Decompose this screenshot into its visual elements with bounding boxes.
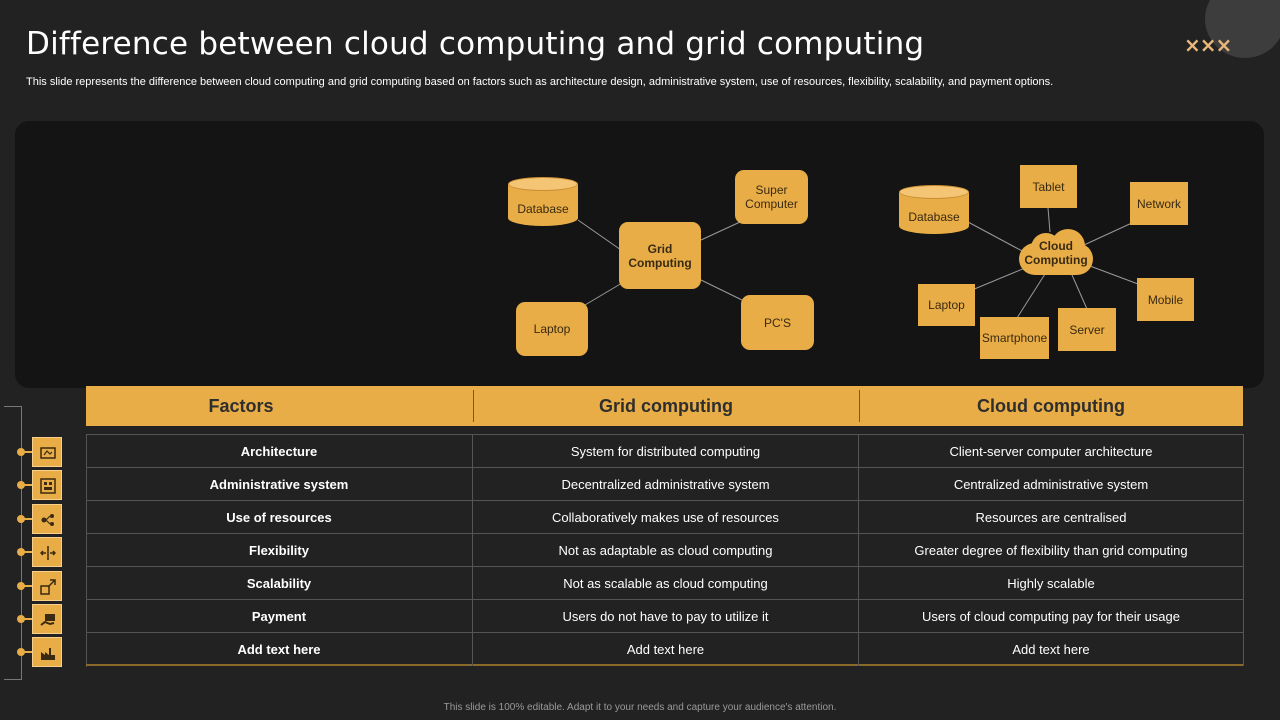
- cloud-network-node: Network: [1130, 182, 1188, 225]
- cloud-mobile-node: Mobile: [1137, 278, 1194, 321]
- table-row: Use of resources Collaboratively makes u…: [86, 500, 1244, 534]
- cloud-smartphone-node: Smartphone: [980, 317, 1049, 359]
- table-row: Administrative system Decentralized admi…: [86, 467, 1244, 501]
- grid-computing-center-node: Grid Computing: [619, 222, 701, 289]
- grid-laptop-node: Laptop: [516, 302, 588, 356]
- cloud-line-mobile: [1089, 265, 1139, 285]
- grid-super-computer-node: Super Computer: [735, 170, 808, 224]
- resources-icon-row: [15, 504, 65, 534]
- grid-cell: Collaboratively makes use of resources: [472, 501, 858, 534]
- cloud-cell: Greater degree of flexibility than grid …: [858, 534, 1244, 567]
- grid-cell: Add text here: [472, 633, 858, 666]
- page-subtitle: This slide represents the difference bet…: [26, 76, 1054, 88]
- decorative-x-marks: ×××: [1184, 33, 1232, 57]
- architecture-icon-row: [15, 437, 65, 467]
- grid-database-label: Database: [517, 202, 569, 216]
- cloud-computing-center-node: Cloud Computing: [1019, 229, 1093, 275]
- grid-line-database: [577, 219, 622, 251]
- cloud-line-database: [967, 221, 1025, 253]
- payment-icon: [40, 614, 55, 626]
- cloud-server-node: Server: [1058, 308, 1116, 351]
- grid-line-pcs: [700, 279, 743, 301]
- factor-cell: Payment: [251, 609, 307, 624]
- grid-pcs-node: PC'S: [741, 295, 814, 350]
- factory-icon-row: [15, 637, 65, 667]
- footer-note: This slide is 100% editable. Adapt it to…: [443, 702, 837, 713]
- resources-icon: [41, 514, 54, 526]
- factory-icon: [41, 648, 55, 660]
- flexibility-icon: [40, 546, 56, 560]
- factor-cell: Architecture: [240, 444, 318, 459]
- comparison-table-body: Architecture System for distributed comp…: [86, 434, 1244, 666]
- cloud-cell: Add text here: [858, 633, 1244, 666]
- table-row: Architecture System for distributed comp…: [86, 434, 1244, 468]
- table-row: Scalability Not as scalable as cloud com…: [86, 566, 1244, 600]
- cloud-line-server: [1071, 274, 1088, 310]
- grid-line-super-computer: [700, 221, 741, 241]
- grid-cell: System for distributed computing: [472, 435, 858, 468]
- cloud-line-tablet: [1047, 207, 1051, 233]
- header-cloud-computing: Cloud computing: [977, 395, 1125, 416]
- factor-cell: Scalability: [246, 576, 312, 591]
- cloud-cell: Centralized administrative system: [858, 468, 1244, 501]
- page-title: Difference between cloud computing and g…: [26, 26, 925, 62]
- cloud-line-smartphone: [1016, 273, 1046, 319]
- table-row: Flexibility Not as adaptable as cloud co…: [86, 533, 1244, 567]
- admin-system-icon-row: [15, 470, 65, 500]
- header-grid-computing: Grid computing: [599, 395, 733, 416]
- cloud-computing-label: Cloud Computing: [1024, 239, 1088, 267]
- table-row: Add text here Add text here Add text her…: [86, 632, 1244, 666]
- admin-system-icon: [40, 478, 56, 494]
- architecture-icon: [40, 447, 56, 459]
- factor-cell: Use of resources: [226, 510, 332, 525]
- comparison-table-header: Factors Grid computing Cloud computing: [86, 386, 1243, 426]
- payment-icon-row: [15, 604, 65, 634]
- cloud-line-laptop: [971, 267, 1026, 291]
- cloud-database-label: Database: [908, 210, 960, 224]
- cloud-cell: Highly scalable: [858, 567, 1244, 600]
- grid-line-laptop: [584, 282, 623, 306]
- cloud-tablet-node: Tablet: [1020, 165, 1077, 208]
- scalability-icon: [40, 579, 56, 595]
- grid-cell: Not as adaptable as cloud computing: [472, 534, 858, 567]
- table-row: Payment Users do not have to pay to util…: [86, 599, 1244, 633]
- grid-cell: Users do not have to pay to utilize it: [472, 600, 858, 633]
- flexibility-icon-row: [15, 537, 65, 567]
- cloud-cell: Users of cloud computing pay for their u…: [858, 600, 1244, 633]
- factor-cell: Add text here: [237, 642, 321, 657]
- icon-rail-bracket: [4, 406, 22, 680]
- cloud-line-network: [1083, 221, 1135, 246]
- factor-cell: Flexibility: [249, 543, 309, 558]
- scalability-icon-row: [15, 571, 65, 601]
- grid-cell: Not as scalable as cloud computing: [472, 567, 858, 600]
- grid-database-node: Database: [508, 177, 578, 226]
- cloud-cell: Client-server computer architecture: [858, 435, 1244, 468]
- factor-cell: Administrative system: [209, 477, 349, 492]
- grid-cell: Decentralized administrative system: [472, 468, 858, 501]
- cloud-laptop-node: Laptop: [918, 284, 975, 326]
- cloud-cell: Resources are centralised: [858, 501, 1244, 534]
- header-factors: Factors: [208, 395, 274, 416]
- cloud-database-node: Database: [899, 185, 969, 234]
